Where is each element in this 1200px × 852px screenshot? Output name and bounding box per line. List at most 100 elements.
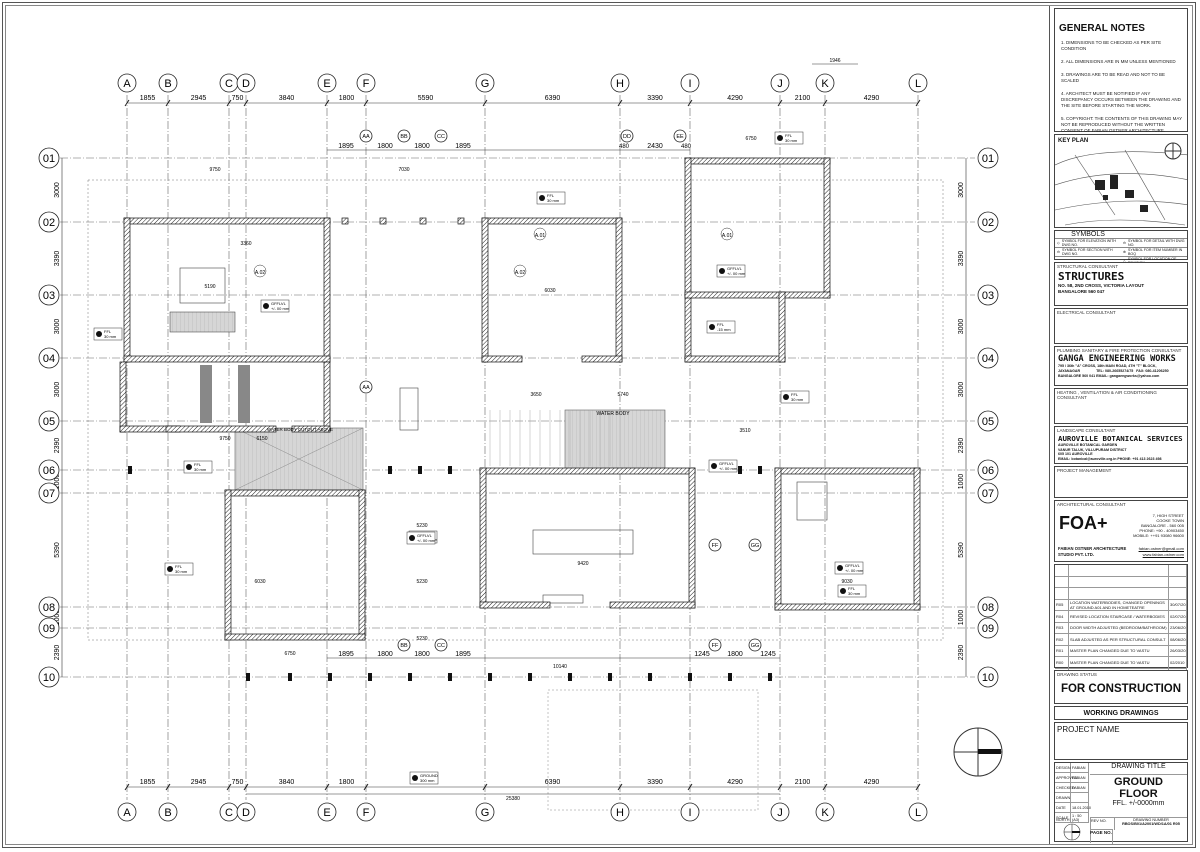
revision-empty <box>1169 565 1187 577</box>
level-tag: FFL-15 mm <box>706 320 736 334</box>
plan-label: 10140 <box>553 664 567 670</box>
grid-bubble-label: A <box>123 78 131 90</box>
structural-column <box>418 466 422 474</box>
grid-bubble-label: 06 <box>43 465 55 477</box>
dimension-text: 3000 <box>958 382 965 398</box>
dimension-text: 5390 <box>54 542 61 558</box>
svg-text:30 mm: 30 mm <box>848 591 861 596</box>
grid-bubble-label: 03 <box>982 290 994 302</box>
revision-no: R04 <box>1055 611 1069 623</box>
grid-bubble-label: AA <box>362 134 370 140</box>
dimension-text: 2390 <box>54 438 61 454</box>
plumbing-name: GANGA ENGINEERING WORKS <box>1058 354 1176 364</box>
grid-bubble <box>610 73 630 93</box>
grid-bubble-label: FF <box>712 643 719 649</box>
level-marker-icon <box>167 566 173 572</box>
grid-bubble <box>317 73 337 93</box>
level-tag: GFFLVL+/- 00 mm <box>834 561 864 575</box>
grid-bubble-label: K <box>821 807 829 819</box>
svg-text:30 mm: 30 mm <box>791 397 804 402</box>
plan-label: 9420 <box>577 561 588 567</box>
grid-bubble <box>236 73 256 93</box>
wall <box>684 355 786 363</box>
svg-text:GFFLVL: GFFLVL <box>417 533 433 538</box>
svg-text:+/- 00 mm: +/- 00 mm <box>727 271 746 276</box>
structural-column <box>608 673 612 681</box>
structural-column <box>758 466 762 474</box>
structural-column <box>128 466 132 474</box>
wall <box>379 217 387 225</box>
plan-label: A.01 <box>535 233 546 239</box>
dimension-text: 4290 <box>864 95 880 102</box>
dimension-text: 2100 <box>795 95 811 102</box>
grid-bubble <box>38 459 60 481</box>
level-marker-icon <box>840 588 846 594</box>
electrical-consultant: ELECTRICAL CONSULTANT <box>1054 308 1188 344</box>
revision-date: 02/2010 <box>1169 657 1187 669</box>
grid-bubble-label: J <box>777 78 783 90</box>
wall <box>123 355 331 363</box>
grid-bubble-label: 10 <box>43 672 55 684</box>
structural-consultant: STRUCTURAL CONSULTANT STRUCTURES NO. 58,… <box>1054 262 1188 306</box>
dimension-text: 1895 <box>338 651 354 658</box>
grid-bubble <box>977 284 999 306</box>
landscape-name: AUROVILLE BOTANICAL SERVICES <box>1058 434 1183 443</box>
grid-bubble <box>977 617 999 639</box>
symbols-title: SYMBOLS <box>1071 231 1105 238</box>
structural-column <box>328 673 332 681</box>
grid-bubble <box>236 802 256 822</box>
grid-bubble-label: 09 <box>43 623 55 635</box>
level-marker-icon <box>412 775 418 781</box>
meta-value: 1 : 50 (A3) <box>1071 813 1089 823</box>
revision-no: R00 <box>1055 657 1069 669</box>
wall <box>358 489 366 641</box>
level-marker-icon <box>719 268 725 274</box>
revision-empty <box>1169 588 1187 600</box>
plan-label: 6750 <box>284 651 295 657</box>
note: 2. ALL DIMENSIONS ARE IN MM UNLESS MENTI… <box>1061 59 1176 64</box>
wall <box>481 217 623 225</box>
plan-label: 7030 <box>398 167 409 173</box>
plan-label: 9750 <box>219 436 230 442</box>
staircase <box>238 365 250 423</box>
level-marker-icon <box>711 463 717 469</box>
working-drawings: WORKING DRAWINGS <box>1054 706 1188 720</box>
symbol-section: ⊖SYMBOL FOR SECTION WITH DWG NO. <box>1055 247 1121 256</box>
structural-column <box>246 673 250 681</box>
grid-bubble-label: F <box>363 807 370 819</box>
plan-label: 5740 <box>617 392 628 398</box>
plan-label: 5230 <box>416 579 427 585</box>
landscape-consultant: LANDSCAPE CONSULTANT AUROVILLE BOTANICAL… <box>1054 426 1188 464</box>
svg-text:FFL: FFL <box>175 564 183 569</box>
dimension-text: 3840 <box>279 95 295 102</box>
grid-bubble <box>977 410 999 432</box>
key-plan-label: KEY PLAN <box>1058 138 1089 144</box>
structural-column <box>488 673 492 681</box>
dimension-text: 1245 <box>760 651 776 658</box>
wall <box>224 633 366 641</box>
grid-bubble <box>359 129 373 143</box>
grid-bubble <box>158 73 178 93</box>
plan-label: 6750 <box>745 136 756 142</box>
address: EMAIL: botanical@auroville.org.in PHONE:… <box>1058 456 1162 461</box>
revision-desc: SLAB ADJUSTED AS PER STRUCTURAL CONSULT <box>1069 634 1169 646</box>
grid-bubble <box>397 638 411 652</box>
grid-bubble-label: I <box>688 807 691 819</box>
grid-bubble-label: B <box>164 78 171 90</box>
address: JAYANAGAR TEL: 080-26655274/75 FAX: 080-… <box>1058 369 1169 373</box>
dimension-text: 1800 <box>339 779 355 786</box>
grid-bubble-label: I <box>688 78 691 90</box>
grid-bubble <box>397 129 411 143</box>
structural-column <box>728 673 732 681</box>
caption: DRAWING STATUS <box>1057 672 1097 677</box>
dimension-text: 2390 <box>958 645 965 661</box>
wall <box>165 425 277 433</box>
revision-no: R02 <box>1055 634 1069 646</box>
wall <box>684 157 692 363</box>
wall <box>823 157 831 299</box>
plan-label: A.02 <box>255 270 266 276</box>
meta-key: APPROVED <box>1055 773 1077 783</box>
